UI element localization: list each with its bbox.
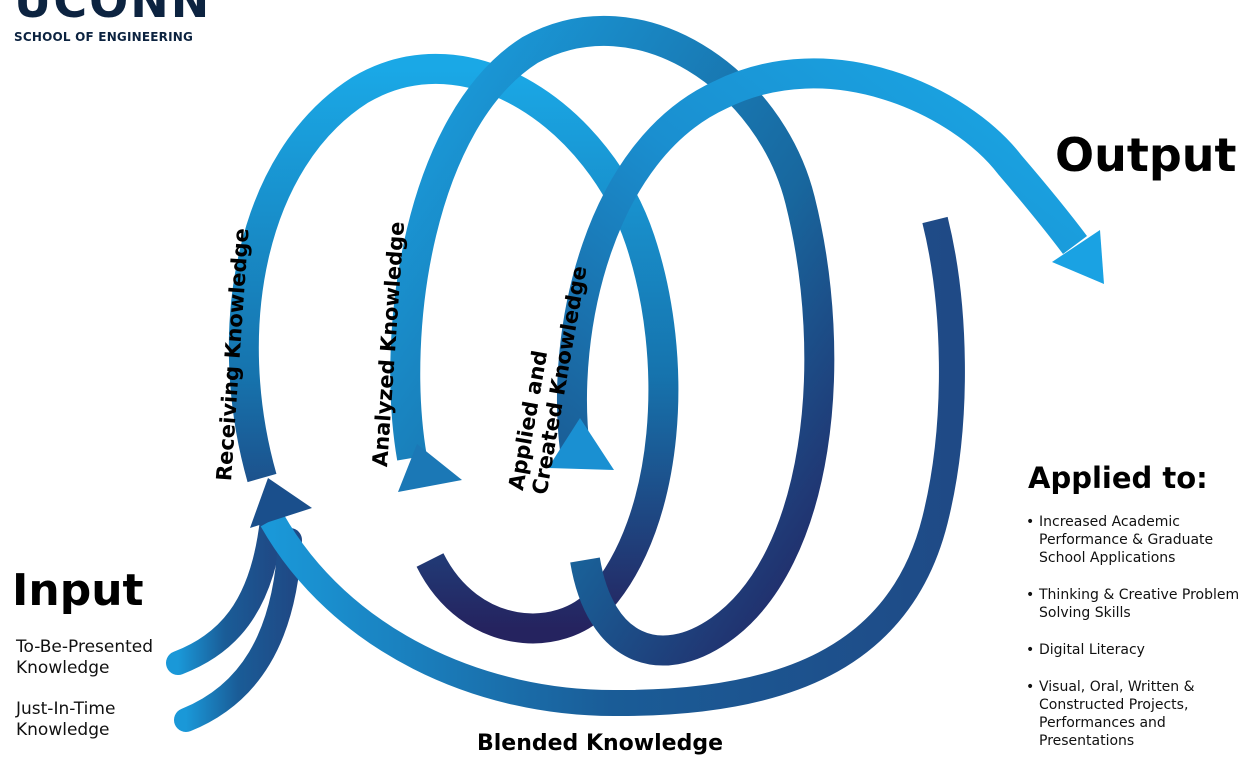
- list-item-text: Increased Academic Performance & Graduat…: [1039, 514, 1214, 566]
- list-item-text: Visual, Oral, Written & Constructed Proj…: [1039, 679, 1195, 749]
- arrowhead-applied: [548, 418, 614, 470]
- applied-to-list: •Increased Academic Performance & Gradua…: [1026, 513, 1241, 769]
- bullet-icon: •: [1026, 587, 1035, 603]
- input-stem-bottom: [174, 528, 302, 732]
- output-title: Output: [1055, 128, 1237, 182]
- loop-analyzed: [390, 16, 835, 666]
- loop-applied: [557, 58, 1087, 452]
- list-item: •Digital Literacy: [1026, 641, 1241, 659]
- input-item-just-in-time: Just-In-Time Knowledge: [16, 699, 116, 740]
- list-item: •Thinking & Creative Problem Solving Ski…: [1026, 586, 1241, 622]
- uconn-logo: UCONN SCHOOL OF ENGINEERING: [14, 0, 211, 44]
- arrowhead-analyzed: [398, 444, 462, 492]
- label-blended-knowledge: Blended Knowledge: [477, 731, 723, 756]
- applied-to-title: Applied to:: [1028, 461, 1208, 495]
- list-item: •Increased Academic Performance & Gradua…: [1026, 513, 1241, 567]
- arrowhead-output: [1052, 230, 1104, 284]
- input-item-presented: To-Be-Presented Knowledge: [16, 637, 154, 678]
- arrowhead-receiving: [250, 478, 312, 528]
- logo-wordmark: UCONN: [14, 0, 212, 28]
- list-item: •Visual, Oral, Written & Constructed Pro…: [1026, 678, 1241, 750]
- logo-subtitle: SCHOOL OF ENGINEERING: [14, 30, 194, 44]
- bullet-icon: •: [1026, 514, 1035, 530]
- bullet-icon: •: [1026, 642, 1035, 658]
- bullet-icon: •: [1026, 679, 1035, 695]
- list-item-text: Digital Literacy: [1039, 642, 1145, 658]
- input-stem-top: [166, 508, 284, 675]
- input-title: Input: [12, 565, 144, 616]
- list-item-text: Thinking & Creative Problem Solving Skil…: [1039, 587, 1240, 621]
- blended-arc: [260, 216, 965, 717]
